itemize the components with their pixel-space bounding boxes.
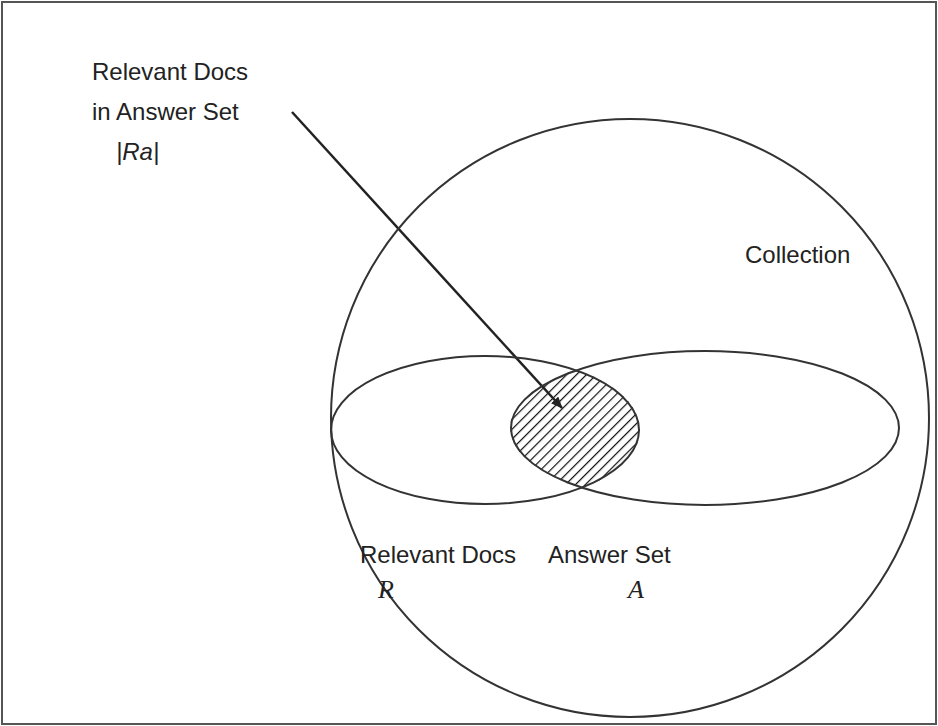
relevant-ellipse: Relevant DocsR bbox=[330, 355, 640, 505]
ellipse-outline bbox=[510, 350, 900, 506]
set-symbol: A bbox=[628, 575, 644, 605]
collection-circle: CollectionRelevant DocsRAnswer SetA bbox=[330, 118, 930, 718]
leader-arrow bbox=[292, 112, 562, 408]
collection-label: Collection bbox=[745, 240, 850, 270]
callout-label: Relevant Docs in Answer Set bbox=[92, 52, 252, 132]
ellipse-outline bbox=[330, 355, 640, 505]
set-symbol: R bbox=[378, 575, 394, 605]
set-cardinality: |Ra| bbox=[116, 132, 159, 172]
set-label: Answer Set bbox=[548, 540, 671, 570]
intersection-hatch bbox=[510, 350, 900, 506]
circle-outline bbox=[330, 118, 930, 718]
answer-ellipse: Answer SetA bbox=[510, 350, 900, 506]
set-label: Relevant Docs bbox=[360, 540, 516, 570]
